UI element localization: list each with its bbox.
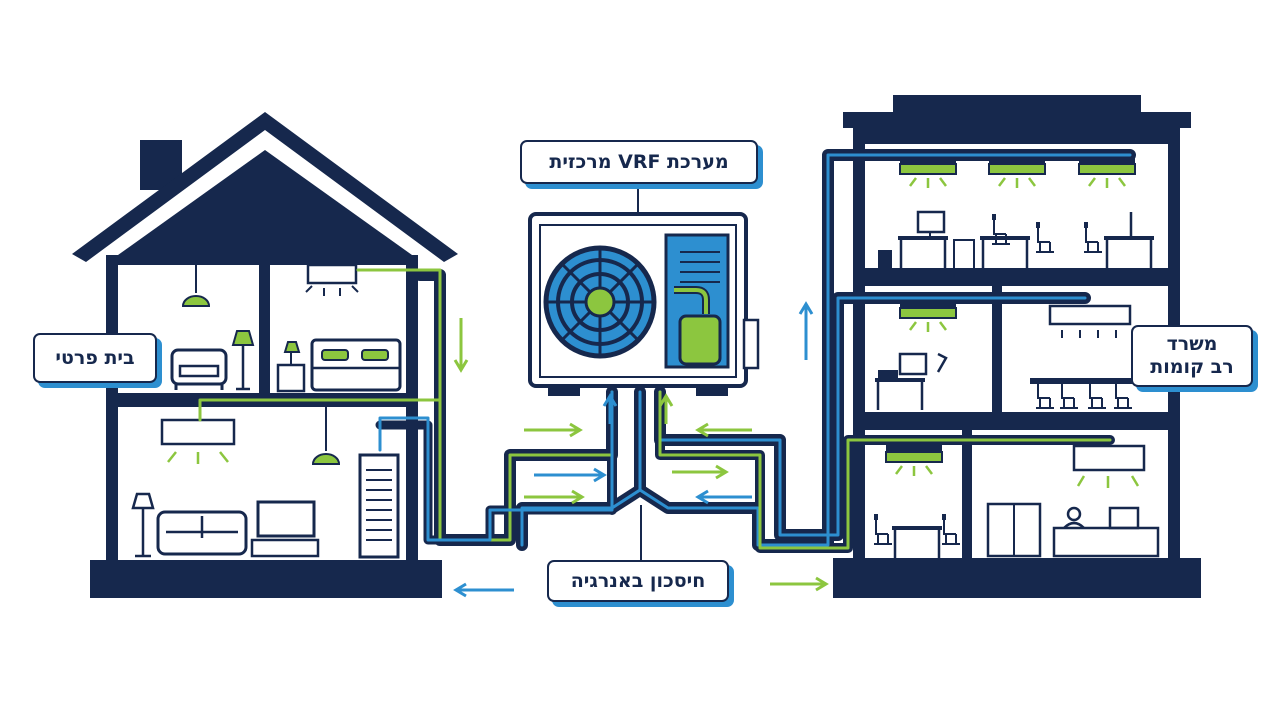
sofa-icon: [170, 348, 228, 390]
ac-wall-unit-icon: [305, 263, 359, 296]
refrigerant-pipes: [198, 149, 1136, 553]
private-house-label: בית פרטי: [33, 333, 157, 383]
lamp-icon: [231, 330, 255, 391]
private-house-label-text: בית פרטי: [55, 346, 135, 369]
fan-icon: [543, 245, 657, 359]
bed-icon: [310, 338, 402, 392]
compressor-icon: [664, 233, 730, 369]
central-unit-label: מערכת VRF מרכזית: [520, 140, 758, 184]
office-label: משרד רב קומות: [1131, 325, 1253, 387]
tv-icon: [250, 500, 320, 558]
energy-saving-label-text: חיסכון באנרגיה: [570, 569, 706, 592]
office-building-icon: [833, 95, 1201, 598]
house-icon: [72, 112, 458, 598]
office-label-line1: משרד: [1166, 333, 1218, 356]
office-label-line2: רב קומות: [1150, 356, 1234, 378]
flow-arrow-icon: [453, 301, 829, 598]
outdoor-unit-icon: [528, 212, 760, 396]
energy-saving-label: חיסכון באנרגיה: [547, 560, 729, 602]
central-unit-label-text: מערכת VRF מרכזית: [549, 150, 729, 173]
